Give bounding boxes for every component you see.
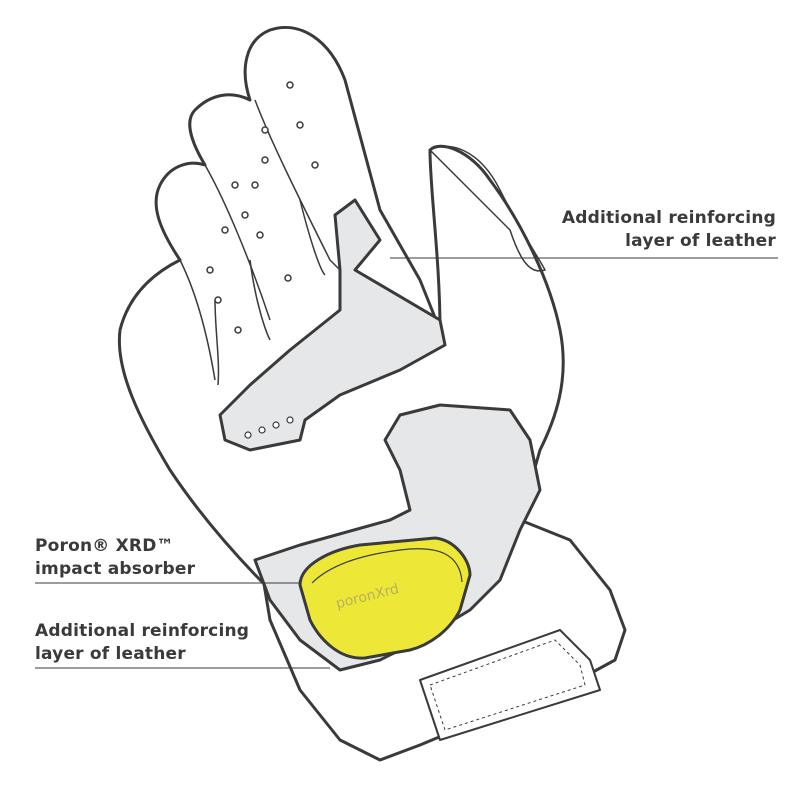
- perforation-dots: [206, 81, 319, 334]
- label-line-2: layer of leather: [625, 231, 776, 251]
- label-poron: Poron® XRD™ impact absorber: [35, 535, 195, 581]
- cuff-strap: [419, 629, 601, 741]
- label-line-2: layer of leather: [35, 644, 186, 664]
- label-line-1: Poron® XRD™: [35, 536, 174, 556]
- label-bottom-left-reinforcement: Additional reinforcing layer of leather: [35, 620, 249, 666]
- finger-seam: [254, 99, 341, 271]
- finger-seam: [214, 299, 220, 386]
- finger-seam: [249, 259, 271, 341]
- label-line-2: impact absorber: [35, 559, 196, 579]
- label-line-1: Additional reinforcing: [35, 621, 250, 641]
- finger-seam: [299, 199, 326, 276]
- patch-perforation-dots: [244, 416, 294, 439]
- label-top-right-reinforcement: Additional reinforcing layer of leather: [562, 207, 776, 253]
- glove-thumb-seam: [429, 145, 546, 272]
- finger-seam: [179, 259, 216, 381]
- label-line-1: Additional reinforcing: [561, 208, 776, 228]
- upper-leather-patch: [218, 198, 447, 452]
- poron-pad-inner-line: [311, 548, 463, 584]
- finger-seam: [204, 164, 271, 321]
- poron-xrd-pad: [298, 536, 472, 660]
- cuff-strap-stitching: [429, 639, 586, 731]
